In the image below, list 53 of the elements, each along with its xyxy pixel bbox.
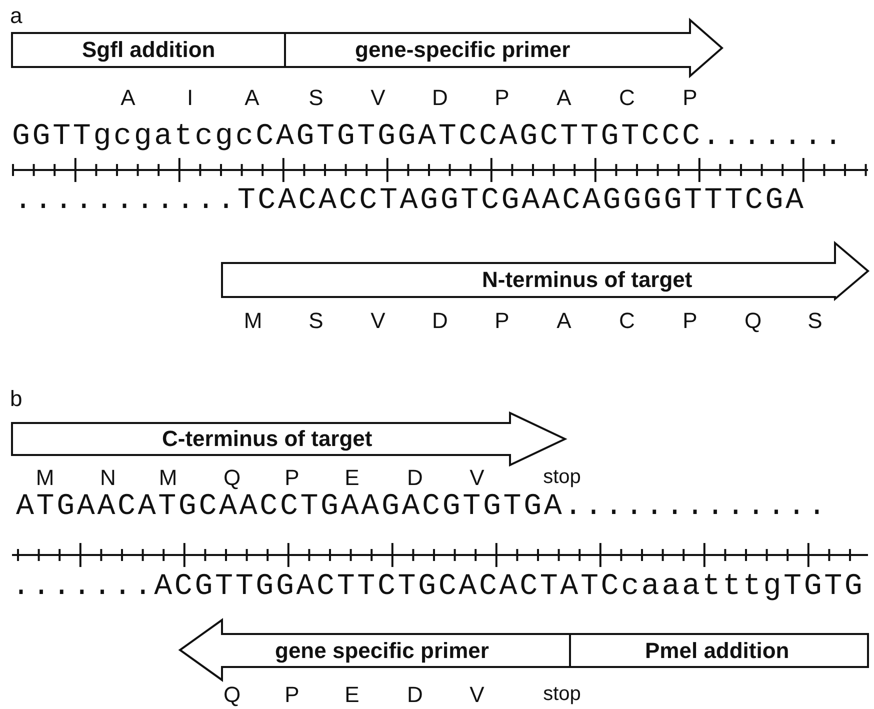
label-box (12, 33, 285, 67)
amino-acid-letter: D (407, 682, 423, 708)
amino-acid-letter: V (470, 465, 484, 491)
amino-acid-letter: V (370, 308, 386, 334)
amino-acid-letter: V (370, 85, 386, 111)
amino-acid-letter: N (100, 465, 116, 491)
amino-acid-letter: M (244, 308, 262, 334)
label-box (570, 634, 868, 667)
amino-acid-letter: D (432, 308, 448, 334)
primer-arrow (180, 620, 570, 680)
amino-acid-letter: S (308, 85, 324, 111)
amino-acid-letter: Q (223, 682, 241, 708)
amino-acid-letter: P (494, 85, 510, 111)
amino-acid-letter: P (682, 85, 698, 111)
amino-acid-letter: A (556, 308, 572, 334)
amino-acid-letter: P (284, 465, 300, 491)
amino-acid-letter: P (494, 308, 510, 334)
region-label: Pmel addition (645, 640, 790, 662)
dna-sequence: ...........TCACACCTAGGTCGAACAGGGGTTTCGA (14, 184, 806, 218)
amino-acid-letter: V (470, 682, 484, 708)
panel-label: b (10, 386, 22, 412)
dna-sequence: ATGAACATGCAACCTGAAGACGTGTGA............. (16, 490, 828, 524)
amino-acid-letter: P (682, 308, 698, 334)
dna-sequence: .......ACGTTGGACTTCTGCACACTATCcaaatttgTGTG (12, 570, 865, 604)
region-label: N-terminus of target (482, 269, 692, 291)
amino-acid-letter: A (556, 85, 572, 111)
panel-label: a (10, 3, 22, 29)
amino-acid-letter: S (308, 308, 324, 334)
primer-arrow (285, 20, 722, 76)
stop-codon-label: stop (543, 683, 581, 706)
amino-acid-letter: Q (744, 308, 762, 334)
region-label: gene-specific primer (355, 39, 570, 61)
amino-acid-letter: A (244, 85, 260, 111)
amino-acid-letter: M (36, 465, 54, 491)
amino-acid-letter: D (407, 465, 423, 491)
amino-acid-letter: Q (223, 465, 241, 491)
amino-acid-letter: S (808, 308, 822, 334)
amino-acid-letter: A (120, 85, 136, 111)
region-label: gene specific primer (275, 640, 489, 662)
amino-acid-letter: M (158, 465, 178, 491)
region-label: Sgfl addition (82, 39, 216, 61)
amino-acid-letter: C (619, 85, 635, 111)
amino-acid-letter: D (432, 85, 448, 111)
amino-acid-letter: P (284, 682, 300, 708)
amino-acid-letter: C (619, 308, 635, 334)
primer-arrow (222, 243, 868, 299)
primer-arrow (12, 413, 565, 465)
dna-sequence: GGTTgcgatcgcCAGTGTGGATCCAGCTTGTCCC....... (12, 120, 844, 154)
amino-acid-letter: I (186, 85, 194, 111)
amino-acid-letter: E (344, 465, 360, 491)
amino-acid-letter: E (344, 682, 360, 708)
region-label: C-terminus of target (162, 428, 372, 450)
stop-codon-label: stop (543, 466, 581, 489)
